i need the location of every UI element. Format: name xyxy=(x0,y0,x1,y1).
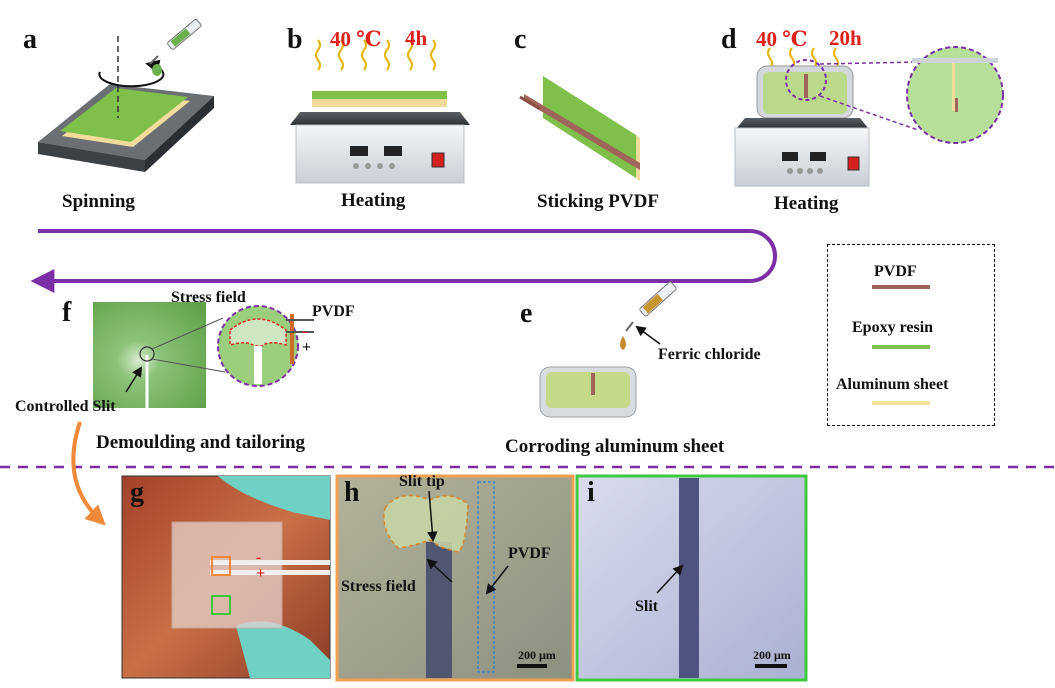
h-slit-tip-label: Slit tip xyxy=(399,473,445,490)
slit-pointer xyxy=(125,366,143,393)
panel-letter-g: g xyxy=(130,477,144,508)
g-minus-label: - xyxy=(256,549,262,566)
i-slit-band xyxy=(679,478,699,678)
panel-letter-c: c xyxy=(514,24,527,55)
h-scale-bar xyxy=(517,664,547,668)
hotplate-body-d xyxy=(734,127,870,187)
display-2 xyxy=(384,146,402,156)
specimen-square xyxy=(93,302,206,408)
caption-e: Corroding aluminum sheet xyxy=(505,436,725,457)
f-plus-label: + xyxy=(302,339,312,356)
tip-pointer xyxy=(427,490,438,543)
zoom-source xyxy=(785,59,827,101)
panel-c-illustration xyxy=(519,76,640,181)
legend-label-pvdf: PVDF xyxy=(874,263,917,280)
orange-roi xyxy=(211,556,231,576)
h-stress-field-label: Stress field xyxy=(341,578,416,595)
g-plus-label: + xyxy=(256,565,266,582)
epoxy-layer xyxy=(60,88,188,142)
stress-pointer xyxy=(426,558,453,583)
panel-i-photo xyxy=(575,474,808,682)
spin-base-front xyxy=(38,142,145,172)
i-slit-pointer xyxy=(656,564,684,594)
d-duration: 20h xyxy=(829,26,862,50)
zoom-aluminum xyxy=(912,58,998,63)
e-reagent-label: Ferric chloride xyxy=(658,346,761,363)
glove-top xyxy=(218,476,330,520)
panel-b-illustration xyxy=(290,39,470,184)
i-slit-label: Slit xyxy=(635,598,659,615)
f-stress-field-label: Stress field xyxy=(171,289,246,306)
h-pvdf-box xyxy=(477,481,495,673)
f-pvdf-label: PVDF xyxy=(312,303,355,320)
panel-letter-b: b xyxy=(287,24,303,55)
spin-base-side xyxy=(145,96,214,172)
d-temperature: 40 ℃ xyxy=(756,27,808,51)
zoom-aluminum-sheet xyxy=(952,63,955,111)
reagent-pointer xyxy=(635,325,661,345)
panel-f-illustration xyxy=(93,302,314,408)
epoxy-plate xyxy=(543,76,636,178)
pvdf-strip xyxy=(524,94,640,170)
panel-e-illustration xyxy=(539,281,677,418)
mold-pvdf xyxy=(804,74,808,98)
legend-label-aluminum: Aluminum sheet xyxy=(836,376,949,393)
power-switch xyxy=(431,152,445,168)
glove-bottom xyxy=(236,621,330,678)
i-scale-bar xyxy=(755,664,787,668)
stress-field-region xyxy=(229,318,287,347)
aluminum-edge xyxy=(636,135,640,181)
panel-d-illustration xyxy=(734,46,1004,187)
h-scale-label: 200 μm xyxy=(518,648,556,662)
panel-letter-e: e xyxy=(520,298,533,329)
hotplate-top xyxy=(290,112,470,125)
zoom-pvdf xyxy=(955,98,958,112)
legend-box: PVDF Epoxy resin Aluminum sheet xyxy=(827,244,995,426)
b-temperature: 40 ℃ xyxy=(330,27,382,51)
pvdf-pointer xyxy=(485,565,509,595)
panel-letter-h: h xyxy=(344,477,360,508)
panel-letter-i: i xyxy=(587,477,595,508)
orange-transition-arrow xyxy=(71,421,106,526)
panel-letter-f: f xyxy=(62,297,72,328)
panel-a-illustration xyxy=(38,19,214,172)
h-pvdf-label: PVDF xyxy=(508,545,551,562)
hotplate-top-d xyxy=(737,118,868,128)
caption-a: Spinning xyxy=(62,191,135,212)
legend-label-epoxy: Epoxy resin xyxy=(852,319,934,336)
b-duration: 4h xyxy=(405,26,428,50)
panel-letter-a: a xyxy=(23,24,37,55)
panel-g-photo xyxy=(121,475,331,679)
zoom-slit xyxy=(254,346,262,384)
aluminum-film xyxy=(312,99,447,107)
f-minus-label: - xyxy=(302,323,308,340)
i-scale-label: 200 μm xyxy=(753,648,791,662)
green-roi xyxy=(211,595,231,615)
display-1 xyxy=(350,146,368,156)
caption-c: Sticking PVDF xyxy=(537,191,659,212)
panel-letter-d: d xyxy=(721,24,737,55)
syringe-icon xyxy=(149,19,202,76)
epoxy-film xyxy=(312,91,447,99)
heat-waves-d xyxy=(767,47,839,69)
caption-b: Heating xyxy=(341,190,406,211)
f-slit-label: Controlled Slit xyxy=(15,398,116,415)
heat-waves xyxy=(315,39,436,71)
caption-d: Heating xyxy=(774,193,839,214)
syringe-e-icon xyxy=(620,281,677,350)
caption-f: Demoulding and tailoring xyxy=(96,432,306,453)
process-flow-arrow xyxy=(30,229,777,293)
h-stress-field xyxy=(383,494,469,553)
panel-h-photo xyxy=(335,474,575,682)
tray-epoxy-e xyxy=(546,372,630,408)
